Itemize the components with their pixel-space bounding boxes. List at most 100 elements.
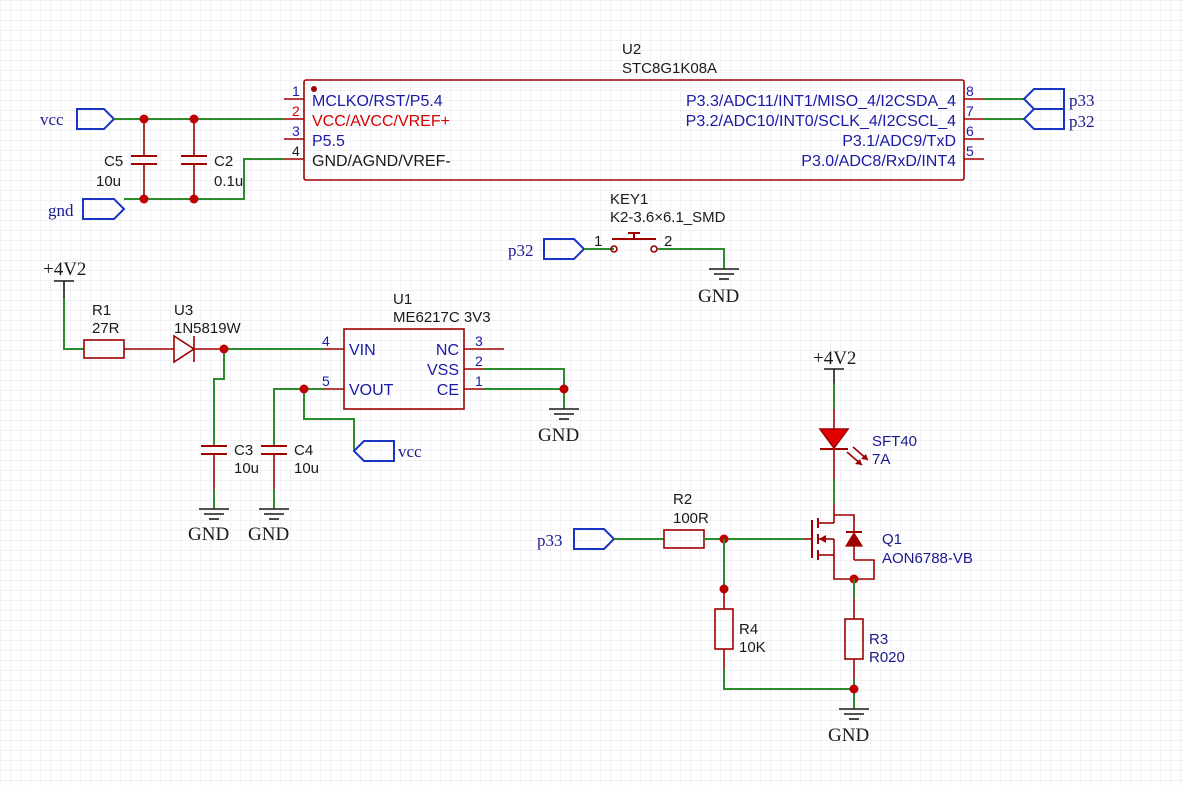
q1-ref: Q1 [882, 531, 902, 548]
gnd-label: GND [248, 524, 289, 545]
c3-ref: C3 [234, 442, 253, 459]
r4-value: 10K [739, 639, 766, 656]
u2-pin-num: 7 [966, 103, 974, 119]
key1-ref: KEY1 [610, 191, 648, 208]
u2-pin1-marker [311, 86, 317, 92]
u2-pin-num: 8 [966, 83, 974, 99]
u2-pin-name: GND/AGND/VREF- [312, 153, 451, 170]
ldo-output-group: GND vcc C3 10u GND C4 10u GND [188, 368, 579, 545]
u1-pin-name: NC [436, 342, 459, 359]
v42-label: +4V2 [813, 348, 856, 369]
junction-dot [189, 194, 199, 204]
c4-value: 10u [294, 460, 319, 477]
key1-value: K2-3.6×6.1_SMD [610, 209, 726, 226]
p33-port-flag[interactable] [1022, 88, 1065, 110]
junction-dot [299, 384, 309, 394]
p32-port-flag[interactable] [543, 238, 586, 260]
junction-dot [139, 194, 149, 204]
gnd-port-flag[interactable] [82, 198, 126, 220]
key1-pin-num: 1 [594, 233, 602, 250]
gnd-label: GND [538, 425, 579, 446]
u3-diode-body[interactable] [173, 334, 196, 364]
u1-pin-name: VIN [349, 342, 376, 359]
key1-pin-num: 2 [664, 233, 672, 250]
c4-ref: C4 [294, 442, 313, 459]
c2-ref: C2 [214, 153, 233, 170]
p33-port-flag[interactable] [573, 528, 616, 550]
vcc-net-label: vcc [40, 110, 64, 129]
r1-value: 27R [92, 320, 120, 337]
led-emission-arrow [855, 459, 862, 465]
u2-pin-name: P3.1/ADC9/TxD [842, 133, 956, 150]
r1-ref: R1 [92, 302, 111, 319]
u2-pin-name: P5.5 [312, 133, 345, 150]
led-value: 7A [872, 451, 890, 468]
u2-pin-name: MCLKO/RST/P5.4 [312, 93, 443, 110]
v42-label: +4V2 [43, 259, 86, 280]
u2-mcu[interactable]: U2 STC8G1K08A 1 2 3 4 MCLKO/RST/P5.4 VCC… [284, 41, 984, 181]
u1-ldo[interactable]: U1 ME6217C 3V3 4 5 3 2 1 VIN VOUT NC VSS… [322, 291, 504, 410]
u1-pin-num: 4 [322, 333, 330, 349]
p32-net-label: p32 [1069, 112, 1095, 131]
u2-pin-num: 6 [966, 123, 974, 139]
q1-value: AON6788-VB [882, 550, 973, 567]
u1-pin-name: CE [437, 382, 459, 399]
led-emission-arrow [861, 454, 868, 460]
c2-value: 0.1u [214, 173, 243, 190]
u2-pin-num: 2 [292, 103, 300, 119]
gnd-label: GND [188, 524, 229, 545]
led-body[interactable] [818, 428, 850, 450]
p33-net-label: p33 [1069, 91, 1095, 110]
r3-value: R020 [869, 649, 905, 666]
p33-net-label: p33 [537, 531, 563, 550]
u1-ref: U1 [393, 291, 412, 308]
u1-pin-num: 2 [475, 353, 483, 369]
c5-ref: C5 [104, 153, 123, 170]
vcc-port-flag[interactable] [352, 440, 395, 462]
p33-p32-ports: p33 p32 [984, 88, 1095, 131]
q1-mosfet[interactable] [804, 504, 875, 584]
gnd-net-label: gnd [48, 201, 74, 220]
u1-value: ME6217C 3V3 [393, 309, 491, 326]
junction-dot [189, 114, 199, 124]
u2-pin-name: P3.0/ADC8/RxD/INT4 [801, 153, 956, 170]
r2-ref: R2 [673, 491, 692, 508]
vcc-port-flag[interactable] [76, 108, 116, 130]
r2-value: 100R [673, 510, 709, 527]
u3-value: 1N5819W [174, 320, 242, 337]
u2-body [303, 79, 965, 181]
u2-pin-num: 5 [966, 143, 974, 159]
p32-net-label: p32 [508, 241, 534, 260]
gnd-label: GND [698, 286, 739, 307]
c3-value: 10u [234, 460, 259, 477]
u2-pin-num: 4 [292, 143, 300, 159]
power-decoupling-group: vcc gnd C5 10u C2 0.1u [40, 108, 284, 220]
u1-pin-num: 5 [322, 373, 330, 389]
u2-pin-name: VCC/AVCC/VREF+ [312, 113, 450, 130]
u1-pin-num: 3 [475, 333, 483, 349]
key1-switch[interactable]: KEY1 K2-3.6×6.1_SMD p32 1 2 GND [508, 191, 739, 307]
junction-dot [559, 384, 569, 394]
u3-ref: U3 [174, 302, 193, 319]
led-ref: SFT40 [872, 433, 917, 450]
u1-pin-name: VSS [427, 362, 459, 379]
gnd-label: GND [828, 725, 869, 746]
u1-pin-num: 1 [475, 373, 483, 389]
vcc-net-label: vcc [398, 442, 422, 461]
junction-dot [139, 114, 149, 124]
u2-pin-num: 1 [292, 83, 300, 99]
led-driver-group: +4V2 SFT40 7A p33 R2 100R R4 10K [537, 348, 973, 746]
u1-pin-name: VOUT [349, 382, 394, 399]
junction-dot [219, 344, 229, 354]
c5-value: 10u [96, 173, 121, 190]
u2-ref: U2 [622, 41, 641, 58]
u2-pin-name: P3.2/ADC10/INT0/SCLK_4/I2CSCL_4 [686, 113, 956, 130]
p32-port-flag[interactable] [1022, 108, 1065, 130]
u2-pin-name: P3.3/ADC11/INT1/MISO_4/I2CSDA_4 [686, 93, 956, 110]
u2-pin-num: 3 [292, 123, 300, 139]
r4-ref: R4 [739, 621, 758, 638]
junction-dot [849, 684, 859, 694]
